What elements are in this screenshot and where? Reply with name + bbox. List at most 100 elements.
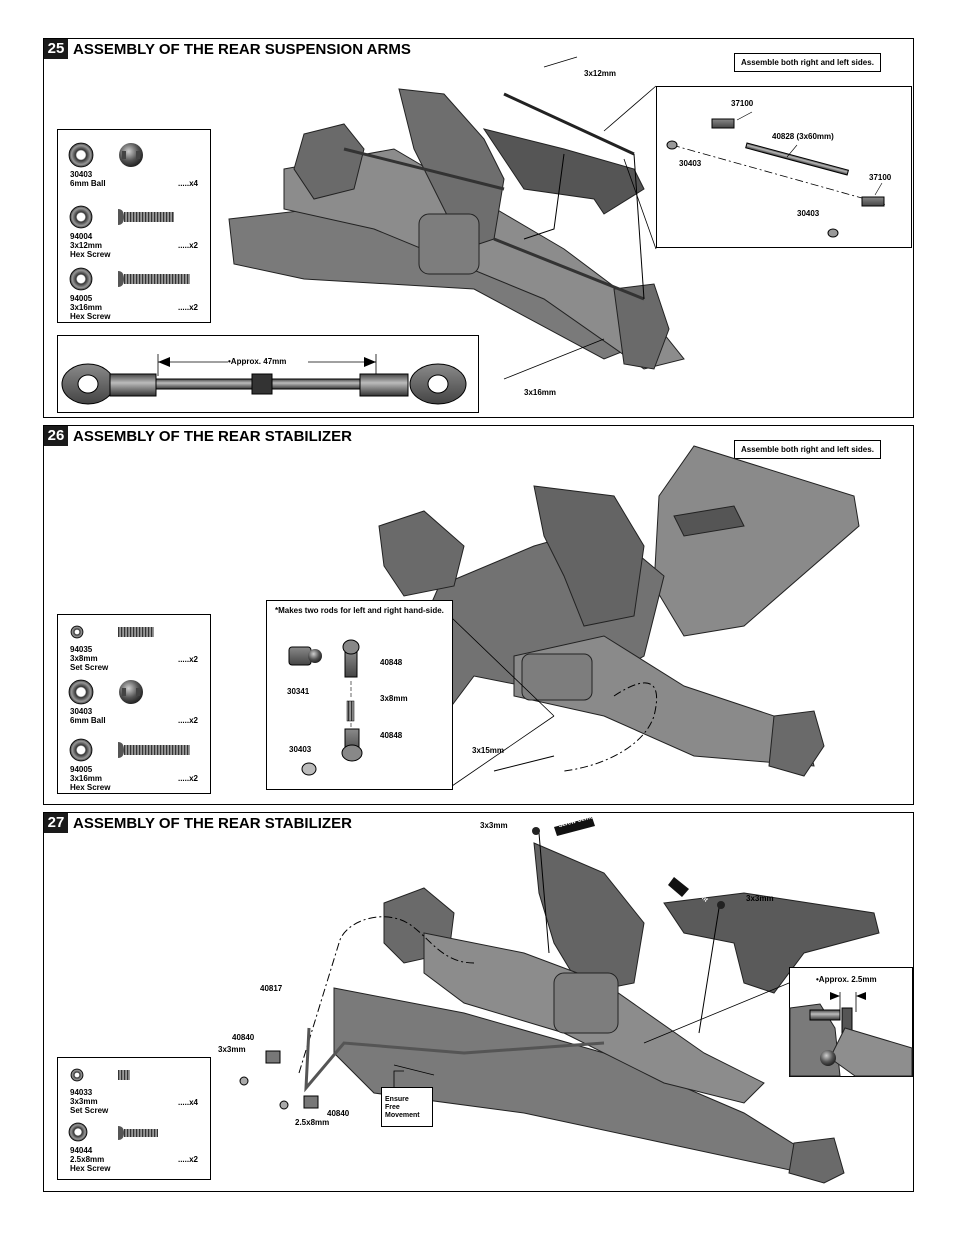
screw-label: 3x15mm <box>472 746 505 755</box>
part-type: Hex Screw <box>70 250 111 259</box>
step-title: ASSEMBLY OF THE REAR SUSPENSION ARMS <box>73 41 411 58</box>
step-number: 26 <box>44 426 68 446</box>
turnbuckle-exploded-drawing <box>666 111 888 238</box>
part-label: 30403 <box>679 159 702 168</box>
ball-end-icon <box>288 639 363 776</box>
screw-icon <box>118 1126 158 1140</box>
ensure-line: Ensure <box>385 1096 409 1103</box>
screw-icon <box>118 271 190 287</box>
turnbuckle-detail: 37100 40828 (3x60mm) 30403 37100 30403 <box>656 86 912 248</box>
turnbuckle-icon <box>61 354 467 405</box>
part-label: 37100 <box>731 99 754 108</box>
chassis-drawing <box>228 56 685 380</box>
step-title: ASSEMBLY OF THE REAR STABILIZER <box>73 428 352 445</box>
mount-label: 40840 <box>232 1033 255 1042</box>
part-qty: .....x4 <box>177 1098 198 1107</box>
part-name: 3x8mm <box>70 654 98 663</box>
part-qty: .....x2 <box>177 716 198 725</box>
screw-icon <box>118 209 174 225</box>
assemble-note: Assemble both right and left sides. <box>734 53 881 72</box>
step-27-panel: 27 ASSEMBLY OF THE REAR STABILIZER 94033… <box>43 812 914 1192</box>
part-name: 3x12mm <box>70 241 103 250</box>
part-name: 2.5x8mm <box>70 1155 105 1164</box>
setscrew-left-label: 3x3mm <box>218 1045 246 1054</box>
setscrew-top-label: 3x3mm <box>480 821 508 830</box>
step-26-panel: 26 ASSEMBLY OF THE REAR STABILIZER Assem… <box>43 425 914 805</box>
part-code: 94005 <box>70 294 93 303</box>
part-label: 40848 <box>380 658 403 667</box>
step-number: 25 <box>44 39 68 59</box>
part-type: Hex Screw <box>70 312 111 321</box>
ball-icon <box>119 143 143 167</box>
step-title: ASSEMBLY OF THE REAR STABILIZER <box>73 815 352 832</box>
screw-icon <box>118 742 190 758</box>
hexscrew-label: 2.5x8mm <box>295 1118 330 1127</box>
step-number: 27 <box>44 813 68 833</box>
washer-icon <box>68 679 94 705</box>
part-qty: .....x2 <box>177 303 198 312</box>
washer-icon <box>70 1068 84 1082</box>
bar-label: 40817 <box>260 984 283 993</box>
ensure-free-movement-box: Ensure Free Movement <box>381 1087 433 1127</box>
set-screw-icon <box>118 627 154 637</box>
washer-icon <box>68 142 94 168</box>
part-qty: .....x2 <box>177 1155 198 1164</box>
part-label: 40848 <box>380 731 403 740</box>
rod-detail: *Makes two rods for left and right hand-… <box>266 600 453 790</box>
part-qty: .....x2 <box>177 241 198 250</box>
gap-detail: •Approx. 2.5mm <box>789 967 913 1077</box>
part-label: 30403 <box>797 209 820 218</box>
part-label: 40828 (3x60mm) <box>772 132 834 141</box>
washer-icon <box>69 205 93 229</box>
part-code: 30403 <box>70 707 93 716</box>
part-name: 6mm Ball <box>70 716 106 725</box>
part-name: 3x16mm <box>70 774 103 783</box>
screw-top-label: 3x12mm <box>584 69 617 78</box>
part-type: Set Screw <box>70 663 109 672</box>
part-name: 3x16mm <box>70 303 103 312</box>
chassis-drawing <box>378 445 860 787</box>
setscrew-right-label: 3x3mm <box>746 894 774 903</box>
washer-icon <box>68 1122 88 1142</box>
gap-label: •Approx. 2.5mm <box>816 975 877 984</box>
part-name: 3x3mm <box>70 1097 98 1106</box>
part-type: Hex Screw <box>70 1164 111 1173</box>
part-qty: .....x2 <box>177 655 198 664</box>
part-type: Hex Screw <box>70 783 111 792</box>
rod-length-box: •Approx. 47mm <box>57 335 479 413</box>
part-label: 30341 <box>287 687 310 696</box>
chassis-drawing <box>239 827 880 1184</box>
part-label: 37100 <box>869 173 892 182</box>
part-qty: .....x4 <box>177 179 198 188</box>
detail-note: *Makes two rods for left and right hand-… <box>275 606 444 615</box>
ensure-line: Movement <box>385 1112 420 1119</box>
part-code: 94044 <box>70 1146 93 1155</box>
part-code: 94004 <box>70 232 93 241</box>
part-code: 94005 <box>70 765 93 774</box>
screw-bottom-label: 3x16mm <box>524 388 557 397</box>
mount-label: 40840 <box>327 1109 350 1118</box>
ensure-pointer-icon <box>393 1070 404 1087</box>
part-code: 94033 <box>70 1088 93 1097</box>
part-label: 30403 <box>289 745 312 754</box>
washer-icon <box>70 625 84 639</box>
part-code: 30403 <box>70 170 93 179</box>
step-25-panel: 25 ASSEMBLY OF THE REAR SUSPENSION ARMS … <box>43 38 914 418</box>
part-type: Set Screw <box>70 1106 109 1115</box>
washer-icon <box>69 738 93 762</box>
set-screw-icon <box>118 1070 130 1080</box>
rod-length-label: •Approx. 47mm <box>228 357 287 366</box>
assemble-note: Assemble both right and left sides. <box>734 440 881 459</box>
gap-detail-drawing <box>789 992 913 1077</box>
